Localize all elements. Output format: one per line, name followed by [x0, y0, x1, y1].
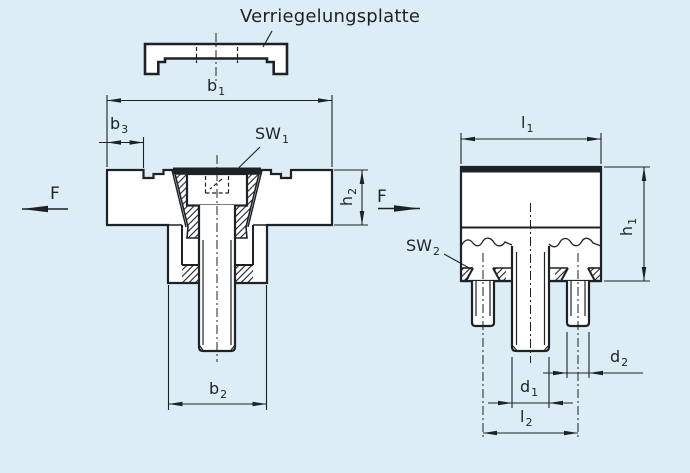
force-arrowhead-left	[22, 205, 48, 213]
dim-b2-base: b	[209, 379, 220, 398]
dim-label-sw2: SW2	[406, 236, 440, 258]
cavity-wall	[171, 169, 187, 228]
section-hatch	[182, 265, 199, 283]
locking-plate-view	[143, 30, 289, 82]
break-line-right	[548, 237, 602, 248]
side-section-view	[443, 165, 603, 440]
dim-l2-sub: 2	[525, 416, 533, 429]
front-section-view	[105, 146, 334, 362]
dim-d1-sub: 1	[531, 386, 539, 399]
title-label: Verriegelungsplatte	[240, 6, 421, 27]
dim-b2-sub: 2	[220, 388, 228, 401]
centerlines	[482, 203, 579, 440]
front-view-dimensions	[22, 95, 420, 410]
dim-b1-base: b	[207, 76, 218, 95]
dim-sw2-sub: 2	[432, 245, 440, 258]
dim-l2-base: l	[520, 407, 525, 426]
dim-sw2-base: SW	[406, 236, 432, 255]
leader-line-sw1	[238, 146, 261, 168]
dim-d2-sub: 2	[621, 356, 629, 369]
dim-label-d2: d2	[610, 347, 628, 369]
thread-chamfer	[544, 344, 550, 351]
dim-h2-base: h	[337, 195, 356, 207]
dim-label-sw1: SW1	[255, 124, 289, 146]
dim-b3-sub: 3	[121, 123, 129, 136]
dim-label-b1: b1	[207, 76, 225, 98]
dim-label-l1: l1	[521, 113, 533, 135]
thread-chamfer	[511, 344, 517, 351]
leader-line-sw2	[443, 253, 472, 270]
dim-h1-sub: 1	[626, 217, 639, 225]
force-label-left: F	[50, 184, 60, 204]
break-line-left	[460, 237, 513, 247]
dim-l1-base: l	[521, 113, 526, 132]
dim-b3-base: b	[110, 114, 121, 133]
countersink-edges	[465, 267, 596, 282]
dim-h2-sub: 2	[346, 187, 359, 195]
force-label-right: F	[377, 187, 387, 207]
dim-label-d1: d1	[520, 377, 538, 399]
dim-d2-base: d	[610, 347, 621, 366]
dim-l1-sub: 1	[526, 122, 534, 135]
side-view-dimensions	[460, 133, 650, 436]
dim-b1-sub: 1	[218, 85, 226, 98]
thread-chamfer	[198, 344, 204, 351]
dim-label-h1: h1	[617, 218, 639, 237]
cone-top-face	[173, 167, 261, 174]
force-arrowhead-right	[394, 205, 420, 212]
dim-d1-base: d	[520, 377, 531, 396]
section-hatch	[235, 265, 253, 283]
locking-plate-outline	[143, 42, 289, 76]
thread-chamfer	[230, 344, 236, 351]
dim-label-b3: b3	[110, 114, 128, 136]
dim-label-l2: l2	[520, 407, 532, 429]
cavity-wall	[247, 169, 263, 228]
side-top-face	[461, 167, 601, 173]
dim-sw1-sub: 1	[281, 133, 289, 146]
dim-h1-base: h	[617, 225, 636, 237]
dim-label-h2: h2	[337, 188, 359, 207]
hex-socket-hidden-lines	[204, 176, 230, 194]
dim-sw1-base: SW	[255, 124, 281, 143]
leader-line-title	[262, 30, 273, 48]
dim-label-b2: b2	[209, 379, 227, 401]
